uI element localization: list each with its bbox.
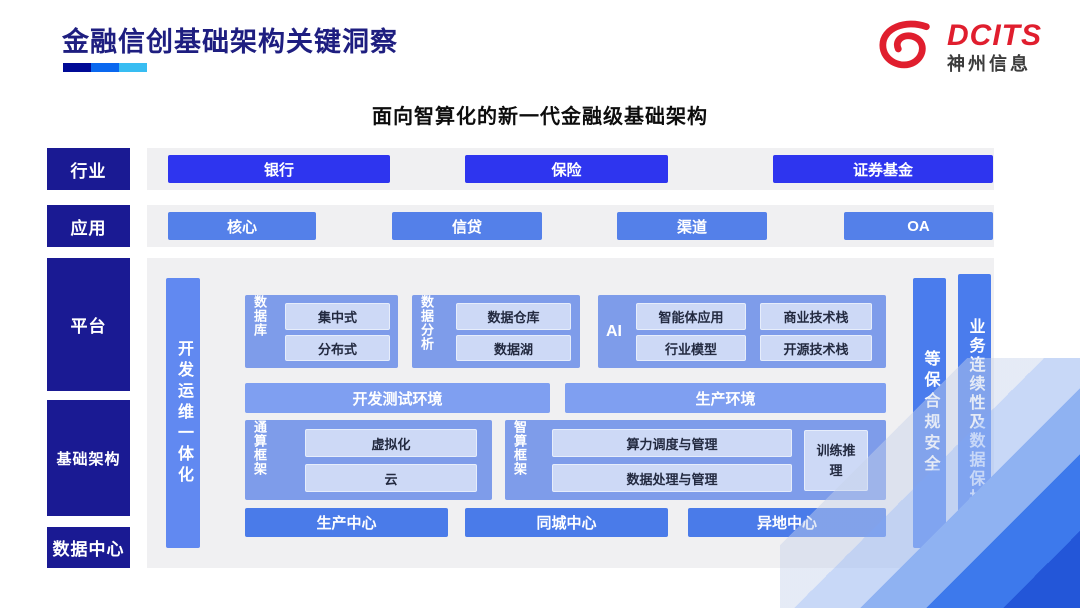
group-database: 数据库 集中式 分布式 [245,295,398,368]
block-bank: 银行 [168,155,390,183]
bar-production-center: 生产中心 [245,508,448,537]
chip-cloud: 云 [305,464,477,492]
devops-bar: 开发运维一体化 [166,278,200,548]
group-ai-compute-label: 智算框架 [512,420,527,476]
group-ai-label: AI [606,322,622,340]
dcits-logo: DCITS 神州信息 [875,18,1042,76]
diagram-title: 面向智算化的新一代金融级基础架构 [372,106,708,128]
chip-training-inference: 训练推理 [804,430,868,491]
chip-distributed: 分布式 [285,335,390,361]
group-general-compute: 通算框架 虚拟化 云 [245,420,492,500]
chip-compute-scheduling: 算力调度与管理 [552,429,792,457]
block-insurance: 保险 [465,155,668,183]
rail-industry: 行业 [47,148,130,190]
block-credit: 信贷 [392,212,542,240]
block-oa: OA [844,212,993,240]
block-channel: 渠道 [617,212,767,240]
rail-infrastructure: 基础架构 [47,400,130,516]
group-database-label: 数据库 [252,295,267,337]
logo-text: DCITS 神州信息 [947,19,1042,74]
underline-segment-light [119,63,147,72]
group-general-compute-label: 通算框架 [252,420,267,476]
bar-dev-test-env: 开发测试环境 [245,383,550,413]
application-row: 核心 信贷 渠道 OA [147,205,994,247]
rail-datacenter: 数据中心 [47,527,130,568]
chip-opensource-stack: 开源技术栈 [760,335,872,361]
industry-row: 银行 保险 证券基金 [147,148,994,190]
logo-brand: DCITS [947,19,1042,52]
chip-data-processing: 数据处理与管理 [552,464,792,492]
chip-data-warehouse: 数据仓库 [456,303,571,330]
bar-samecity-center: 同城中心 [465,508,668,537]
bar-production-env: 生产环境 [565,383,886,413]
page-title: 金融信创基础架构关键洞察 [62,27,398,57]
chip-agent-apps: 智能体应用 [636,303,746,330]
dcits-swirl-icon [879,20,930,69]
group-ai: AI 智能体应用 商业技术栈 行业模型 开源技术栈 [598,295,886,368]
block-core: 核心 [168,212,316,240]
rail-application: 应用 [47,205,130,247]
bar-remote-center: 异地中心 [688,508,886,537]
chip-virtualization: 虚拟化 [305,429,477,457]
underline-segment-dark [63,63,91,72]
chip-data-lake: 数据湖 [456,335,571,361]
block-securities-funds: 证券基金 [773,155,993,183]
rail-platform: 平台 [47,258,130,391]
chip-centralized: 集中式 [285,303,390,330]
logo-company: 神州信息 [947,54,1031,74]
group-data-analysis-label: 数据分析 [419,295,434,351]
chip-industry-models: 行业模型 [636,335,746,361]
underline-segment-mid [91,63,119,72]
security-compliance-bar: 等保合规安全 [913,278,946,548]
platform-panel: 开发运维一体化 数据库 集中式 分布式 数据分析 数据仓库 数据湖 AI 智能体… [147,258,994,568]
title-underline [63,63,147,72]
chip-commercial-stack: 商业技术栈 [760,303,872,330]
continuity-protection-bar: 业务连续性及数据保护 [958,274,991,551]
group-data-analysis: 数据分析 数据仓库 数据湖 [412,295,580,368]
group-ai-compute: 智算框架 算力调度与管理 数据处理与管理 训练推理 [505,420,886,500]
